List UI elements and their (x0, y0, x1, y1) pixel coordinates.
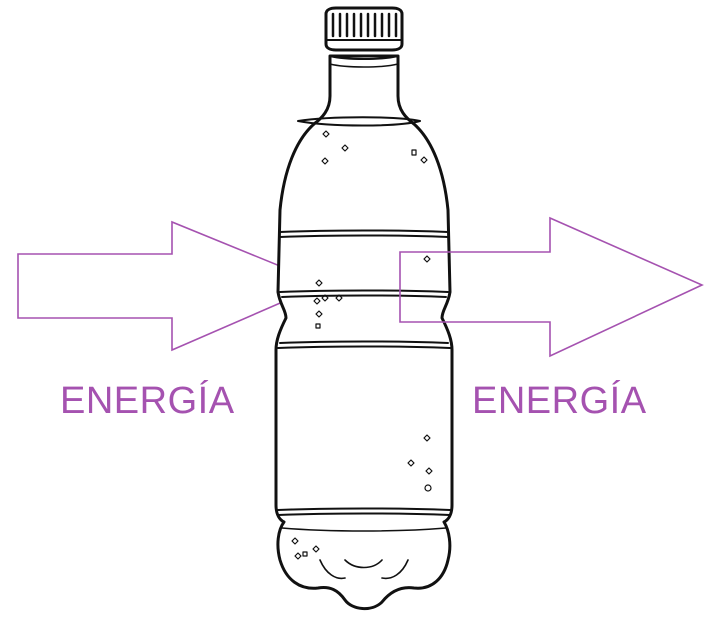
incoming-energy-label: ENERGÍA (60, 380, 235, 422)
grip-line (279, 229, 449, 238)
grip-line (277, 340, 451, 349)
grip-line (277, 507, 451, 516)
grip-line (279, 289, 449, 298)
cap-ridges (331, 12, 398, 38)
bottle-icon (274, 6, 454, 610)
neck-ring (329, 55, 399, 60)
outgoing-energy-label: ENERGÍA (472, 380, 647, 422)
bubbles (291, 130, 433, 560)
bottle-body (274, 54, 454, 610)
bottle-cap (324, 6, 404, 52)
bottle-base-lobes (319, 559, 409, 580)
water-surface (297, 116, 421, 127)
grip-line (281, 527, 447, 532)
outgoing-energy-arrow (399, 216, 704, 358)
incoming-energy-arrow (17, 220, 327, 352)
